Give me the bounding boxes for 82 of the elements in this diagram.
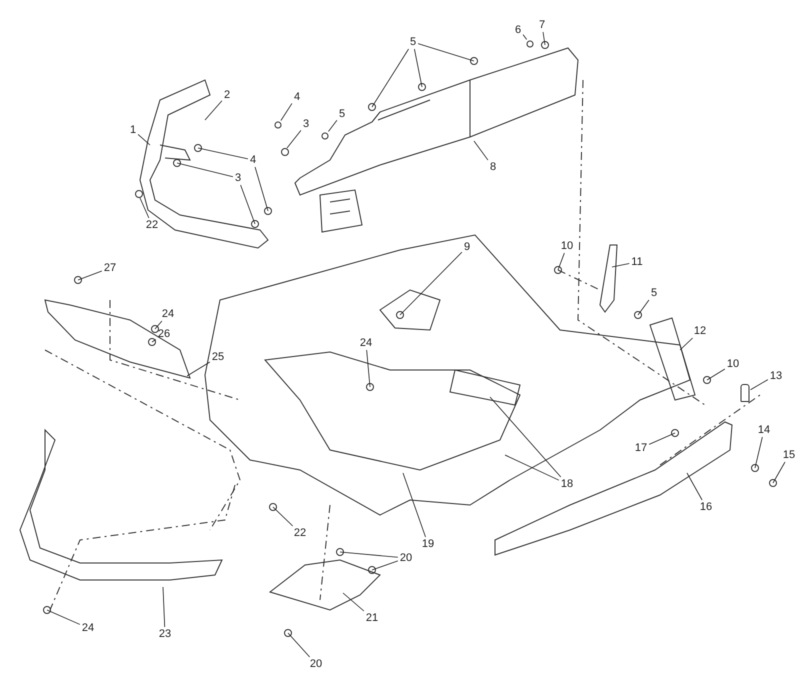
callout-number: 27 xyxy=(102,262,118,274)
callout-number: 26 xyxy=(156,328,172,340)
leader-line xyxy=(46,610,80,625)
callout-number: 20 xyxy=(308,658,324,670)
leader-line xyxy=(176,162,234,178)
leader-line xyxy=(154,320,162,330)
leader-line xyxy=(78,270,102,280)
callout-number: 21 xyxy=(364,612,380,624)
bolt-icon xyxy=(274,122,282,128)
callout-number: 7 xyxy=(538,19,546,31)
leader-line xyxy=(342,592,364,612)
callout-number: 5 xyxy=(338,108,346,120)
bolt-icon xyxy=(526,40,534,48)
leader-line xyxy=(286,130,302,148)
callout-number: 6 xyxy=(514,24,522,36)
leader-line xyxy=(474,140,488,160)
leader-line xyxy=(680,338,694,350)
leader-line xyxy=(140,198,150,218)
leader-line xyxy=(638,300,650,316)
leader-line xyxy=(254,166,268,212)
leader-line xyxy=(612,263,630,268)
callout-number: 2 xyxy=(222,89,232,101)
leader-line xyxy=(648,432,676,445)
leader-line xyxy=(504,454,560,481)
callout-number: 11 xyxy=(630,256,644,268)
leader-line xyxy=(328,120,338,132)
callout-number: 3 xyxy=(302,118,310,130)
bolt-icon xyxy=(322,132,328,140)
callout-number: 5 xyxy=(650,287,658,299)
clip-drawing xyxy=(740,384,750,402)
leader-line xyxy=(400,252,462,316)
leader-line xyxy=(750,379,768,390)
leader-line xyxy=(340,552,398,558)
leader-line xyxy=(542,32,546,46)
leader-line xyxy=(204,100,222,120)
leader-line xyxy=(402,472,426,538)
callout-number: 1 xyxy=(128,124,138,136)
leader-line xyxy=(772,462,786,484)
callout-number: 22 xyxy=(292,527,308,539)
leader-line xyxy=(558,252,565,270)
leader-line xyxy=(366,350,370,388)
callout-number: 25 xyxy=(210,351,226,363)
callout-number: 3 xyxy=(234,172,242,184)
leader-line xyxy=(686,472,702,500)
leader-line xyxy=(372,560,398,570)
leader-line xyxy=(372,48,409,108)
leader-line xyxy=(522,34,528,40)
leader-line xyxy=(162,586,166,628)
callout-number: 10 xyxy=(726,358,740,370)
callout-number: 20 xyxy=(398,552,414,564)
leader-line xyxy=(186,362,210,376)
callout-number: 15 xyxy=(782,449,796,461)
callout-number: 23 xyxy=(158,628,172,640)
callout-number: 14 xyxy=(756,424,772,436)
leader-line xyxy=(152,339,156,342)
callout-number: 19 xyxy=(420,538,436,550)
callout-number: 5 xyxy=(408,36,418,48)
leader-line xyxy=(138,134,150,146)
callout-number: 8 xyxy=(488,161,498,173)
leader-line xyxy=(706,368,726,380)
callout-number: 12 xyxy=(692,325,708,337)
callout-number: 10 xyxy=(560,240,574,252)
leader-line xyxy=(272,506,294,526)
leader-line xyxy=(198,148,248,160)
callout-number: 4 xyxy=(248,154,258,166)
leader-line xyxy=(414,48,422,88)
leader-line xyxy=(490,396,562,478)
callout-number: 24 xyxy=(80,622,96,634)
callout-number: 22 xyxy=(144,219,160,231)
leader-line xyxy=(240,184,256,224)
callout-number: 17 xyxy=(634,442,648,454)
leader-line xyxy=(280,103,292,121)
callout-number: 13 xyxy=(768,370,784,382)
leader-line xyxy=(754,436,763,468)
leader-line xyxy=(418,43,474,62)
callout-number: 9 xyxy=(462,241,472,253)
callout-number: 16 xyxy=(698,501,714,513)
leader-line xyxy=(288,632,310,658)
callout-number: 4 xyxy=(292,91,302,103)
callout-number: 24 xyxy=(358,337,374,349)
callout-number: 18 xyxy=(560,478,574,490)
callout-number: 24 xyxy=(160,308,176,320)
